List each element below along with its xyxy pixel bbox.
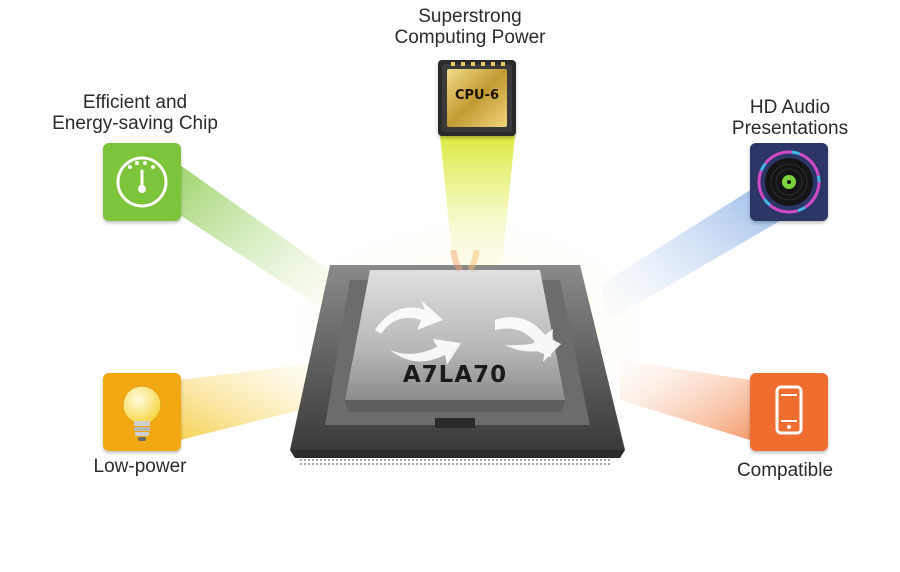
feature-label-left-bottom: Low-power (93, 456, 187, 477)
feature-label-top: Superstrong Computing Power (394, 6, 546, 48)
main-processor-chip: A7LA70 (280, 229, 630, 480)
feature-label-right-bottom: Compatible (736, 460, 834, 481)
light-bulb-icon (103, 373, 181, 451)
gauge-meter-icon (103, 143, 181, 221)
feature-label-left-top: Efficient and Energy-saving Chip (52, 92, 218, 134)
cpu-badge-label: CPU-6 (454, 88, 500, 103)
vinyl-record-icon (750, 143, 828, 221)
cpu-chip-icon (438, 60, 516, 136)
feature-label-right-top: HD Audio Presentations (731, 97, 849, 139)
smartphone-icon (750, 373, 828, 451)
chip-model-label: A7LA70 (402, 362, 508, 388)
